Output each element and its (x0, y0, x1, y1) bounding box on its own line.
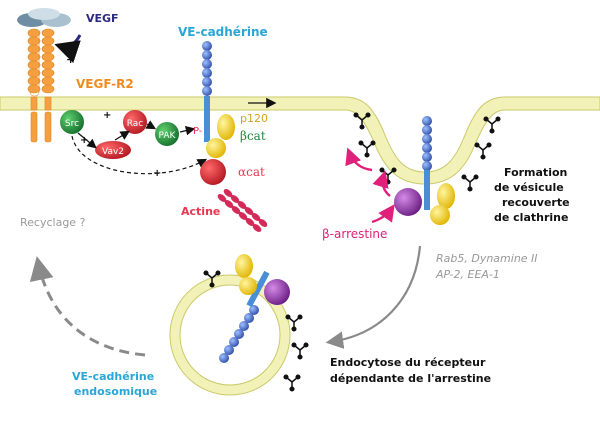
beta-arrestine-endosome (264, 279, 290, 305)
beta-cat-shape (206, 138, 226, 158)
rac-pak-arrow (145, 120, 157, 130)
p120-shape-vesicle (437, 183, 455, 209)
recyclage-label: Recyclage ? (20, 216, 86, 229)
formation-label-1: Formation (504, 166, 567, 179)
rac-node (123, 110, 147, 134)
ve-cadherin-tm-endosome (246, 270, 270, 308)
alpha-cat-shape (200, 159, 226, 185)
endosome-label-2: endosomique (74, 385, 157, 398)
beta-arrestine-shape (394, 188, 422, 216)
endosome-label-1: VE-cadhérine (72, 370, 154, 383)
ve-cadherin-chain-vesicle (422, 116, 432, 171)
vegf-binding-arrow (54, 34, 82, 64)
formation-label-3: recouverte (502, 196, 570, 209)
vegf-r2-label: VEGF-R2 (76, 77, 134, 91)
endocytosis-arrow (325, 245, 422, 349)
recycling-arrow (29, 256, 146, 357)
ve-cadherin-transmembrane (204, 96, 210, 142)
alpha-cat-label: αcat (238, 165, 265, 179)
vav-rac-arrow (114, 130, 131, 141)
vegf-ligand (17, 8, 71, 27)
p-minus-label: P- (193, 126, 203, 137)
proteins-label-2: AP-2, EEA-1 (435, 268, 500, 281)
beta-cat-shape-vesicle (430, 205, 450, 225)
vav2-node (95, 141, 131, 159)
src-label: Src (65, 119, 79, 129)
src-vav-arrow (77, 132, 97, 149)
formation-label-4: de clathrine (494, 211, 568, 224)
arrestin-arrow-1 (372, 170, 391, 197)
p120-label: p120 (240, 112, 268, 125)
beta-arrestine-label: β-arrestine (322, 227, 387, 241)
clathrin-triskelions-endosome (203, 270, 309, 392)
ve-cadherine-label: VE-cadhérine (178, 25, 268, 39)
ve-cadherin-chain-top (202, 41, 212, 96)
beta-cat-label: βcat (240, 129, 266, 143)
rac-label: Rac (127, 119, 144, 129)
plus-vav: + (80, 135, 88, 146)
ve-cadherin-chain-endosome (219, 305, 259, 363)
plus-top: + (66, 53, 75, 66)
src-node (60, 110, 84, 134)
ve-cadherin-tm-vesicle (424, 170, 430, 210)
vav2-label: Vav2 (102, 147, 124, 157)
arrestin-arrow-3 (371, 204, 395, 224)
p120-endosome (235, 254, 253, 278)
endocytose-label-1: Endocytose du récepteur (330, 356, 486, 369)
plasma-membrane (0, 96, 600, 185)
plus-rac: + (103, 110, 111, 121)
proteins-label-1: Rab5, Dynamine II (436, 252, 538, 265)
arrestin-arrow-2 (345, 147, 373, 172)
plus-bottom: + (153, 168, 161, 179)
pak-label: PAK (159, 131, 177, 141)
p120-shape (217, 114, 235, 140)
actin-filament (217, 189, 268, 232)
vegf-r2-receptor (27, 28, 55, 143)
actine-label: Actine (181, 205, 220, 218)
dashed-feedback-arrow (71, 135, 208, 175)
formation-label-2: de vésicule (494, 181, 564, 194)
pak-node (155, 122, 179, 146)
beta-cat-endosome (239, 277, 257, 295)
endocytose-label-2: dépendante de l'arrestine (330, 372, 491, 385)
vegf-label: VEGF (86, 12, 119, 25)
clathrin-triskelions (353, 112, 501, 192)
pak-p-arrow (179, 125, 196, 136)
